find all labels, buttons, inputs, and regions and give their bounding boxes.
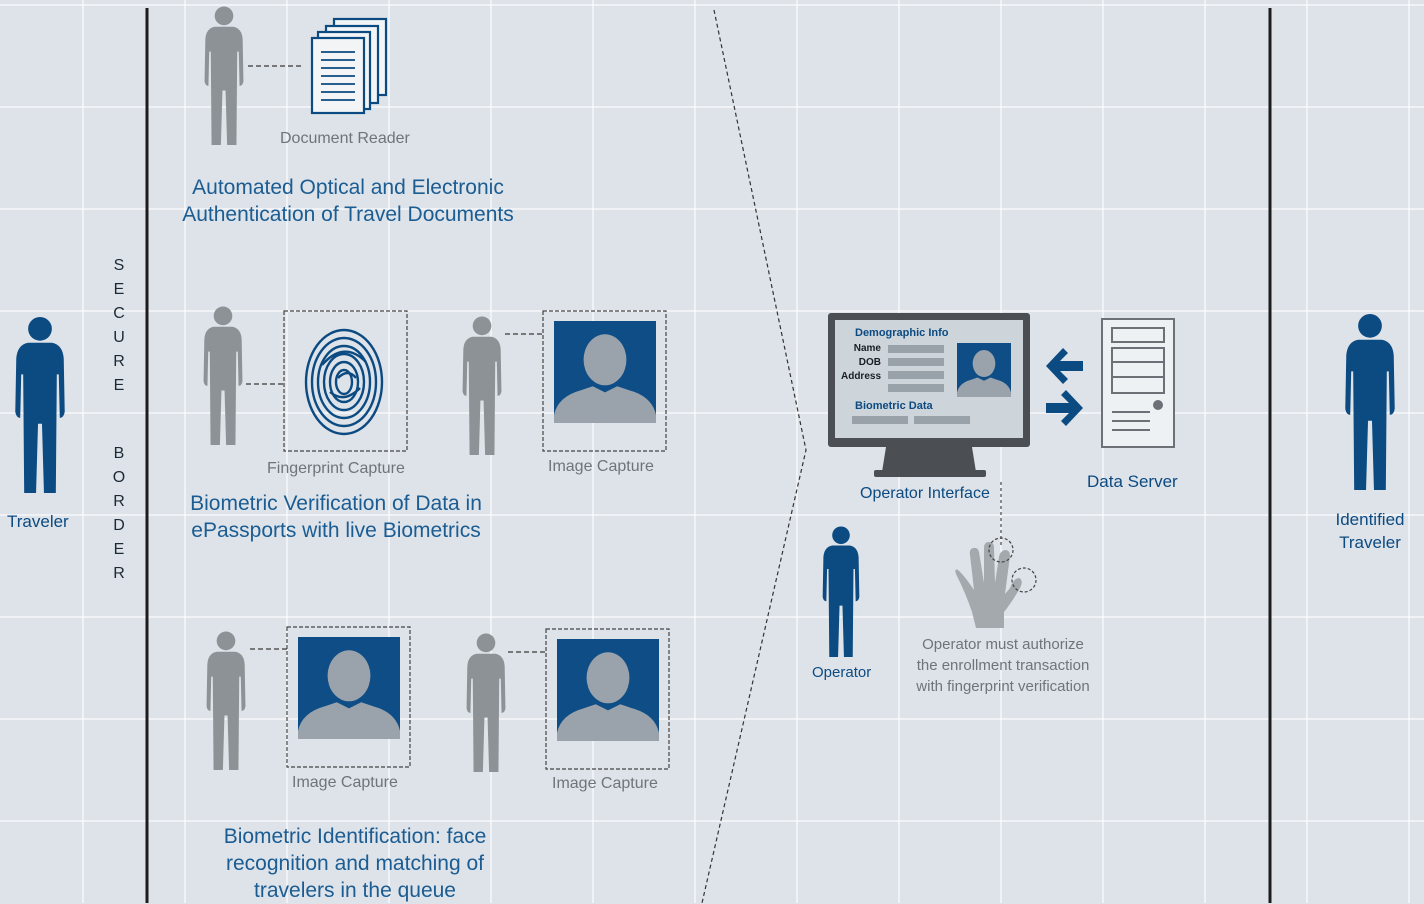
identification-caption-line3: travelers in the queue: [254, 879, 456, 902]
image-capture-person-icon-1: [462, 316, 502, 455]
image-capture-label-2: Image Capture: [292, 774, 398, 791]
border-letter: D: [113, 517, 125, 534]
secure-letter: U: [113, 329, 125, 346]
image-capture-label-3: Image Capture: [552, 775, 658, 792]
identification-person-icon-1: [206, 631, 246, 770]
border-letter: O: [112, 469, 126, 486]
screen-address-field: Address: [840, 371, 881, 382]
doc-auth-caption-line2: Authentication of Travel Documents: [182, 203, 514, 226]
screen-demographic-info: Demographic Info: [855, 327, 949, 339]
authorize-note-line1: Operator must authorize: [922, 636, 1084, 653]
identified-traveler-label-line2: Traveler: [1339, 533, 1401, 552]
identification-caption-line1: Biometric Identification: face: [223, 825, 487, 848]
portrait-photo-icon-2: [298, 637, 400, 739]
bidirectional-arrow-icon: [1046, 348, 1083, 426]
epassport-caption-line2: ePassports with live Biometrics: [191, 519, 481, 542]
secure-letter: C: [113, 305, 125, 322]
fingerprint-frame: [283, 310, 408, 452]
screen-portrait-icon: [957, 343, 1011, 397]
hand-icon: [955, 542, 1022, 628]
screen-dob-field: DOB: [858, 357, 881, 368]
image-frame-3: [545, 628, 670, 770]
document-stack-icon: [310, 17, 388, 115]
document-person-icon: [204, 6, 244, 145]
operator-person-icon: [822, 526, 860, 657]
touch-indicator-2: [1011, 567, 1037, 593]
image-frame-2: [286, 626, 411, 768]
traveler-label: Traveler: [7, 512, 69, 531]
data-server-label: Data Server: [1087, 472, 1178, 491]
fingerprint-icon: [304, 328, 384, 436]
secure-letter: S: [113, 257, 125, 274]
fingerprint-capture-label: Fingerprint Capture: [267, 460, 405, 477]
authorize-note-line2: the enrollment transaction: [916, 657, 1090, 674]
screen-name-field: Name: [853, 343, 881, 354]
identified-traveler-label-line1: Identified: [1335, 510, 1405, 529]
operator-interface-label: Operator Interface: [860, 485, 990, 502]
border-letter: E: [113, 541, 125, 558]
border-letter: R: [113, 565, 125, 582]
process-divider-dashed: [701, 9, 807, 903]
epassport-caption-line1: Biometric Verification of Data in: [190, 492, 482, 515]
image-capture-label-1: Image Capture: [548, 458, 654, 475]
authorize-note-line3: with fingerprint verification: [916, 678, 1090, 695]
screen-biometric-data: Biometric Data: [855, 400, 933, 412]
image-frame-1: [542, 310, 667, 452]
identified-traveler-person-icon: [1345, 313, 1395, 490]
secure-letter: E: [113, 377, 125, 394]
fingerprint-person-icon: [203, 306, 243, 445]
portrait-photo-icon-1: [554, 321, 656, 423]
border-letter: R: [113, 493, 125, 510]
secure-letter: R: [113, 353, 125, 370]
server-tower-icon: [1101, 318, 1175, 448]
operator-label: Operator: [812, 664, 872, 681]
border-letter: B: [113, 445, 125, 462]
identification-caption-line2: recognition and matching of: [226, 852, 484, 875]
doc-auth-caption-line1: Automated Optical and Electronic: [192, 176, 504, 199]
identification-person-icon-2: [466, 633, 506, 772]
document-reader-label: Document Reader: [280, 130, 410, 147]
traveler-person-icon: [15, 316, 65, 493]
portrait-photo-icon-3: [557, 639, 659, 741]
touch-indicator-1: [988, 537, 1014, 563]
secure-letter: E: [113, 281, 125, 298]
